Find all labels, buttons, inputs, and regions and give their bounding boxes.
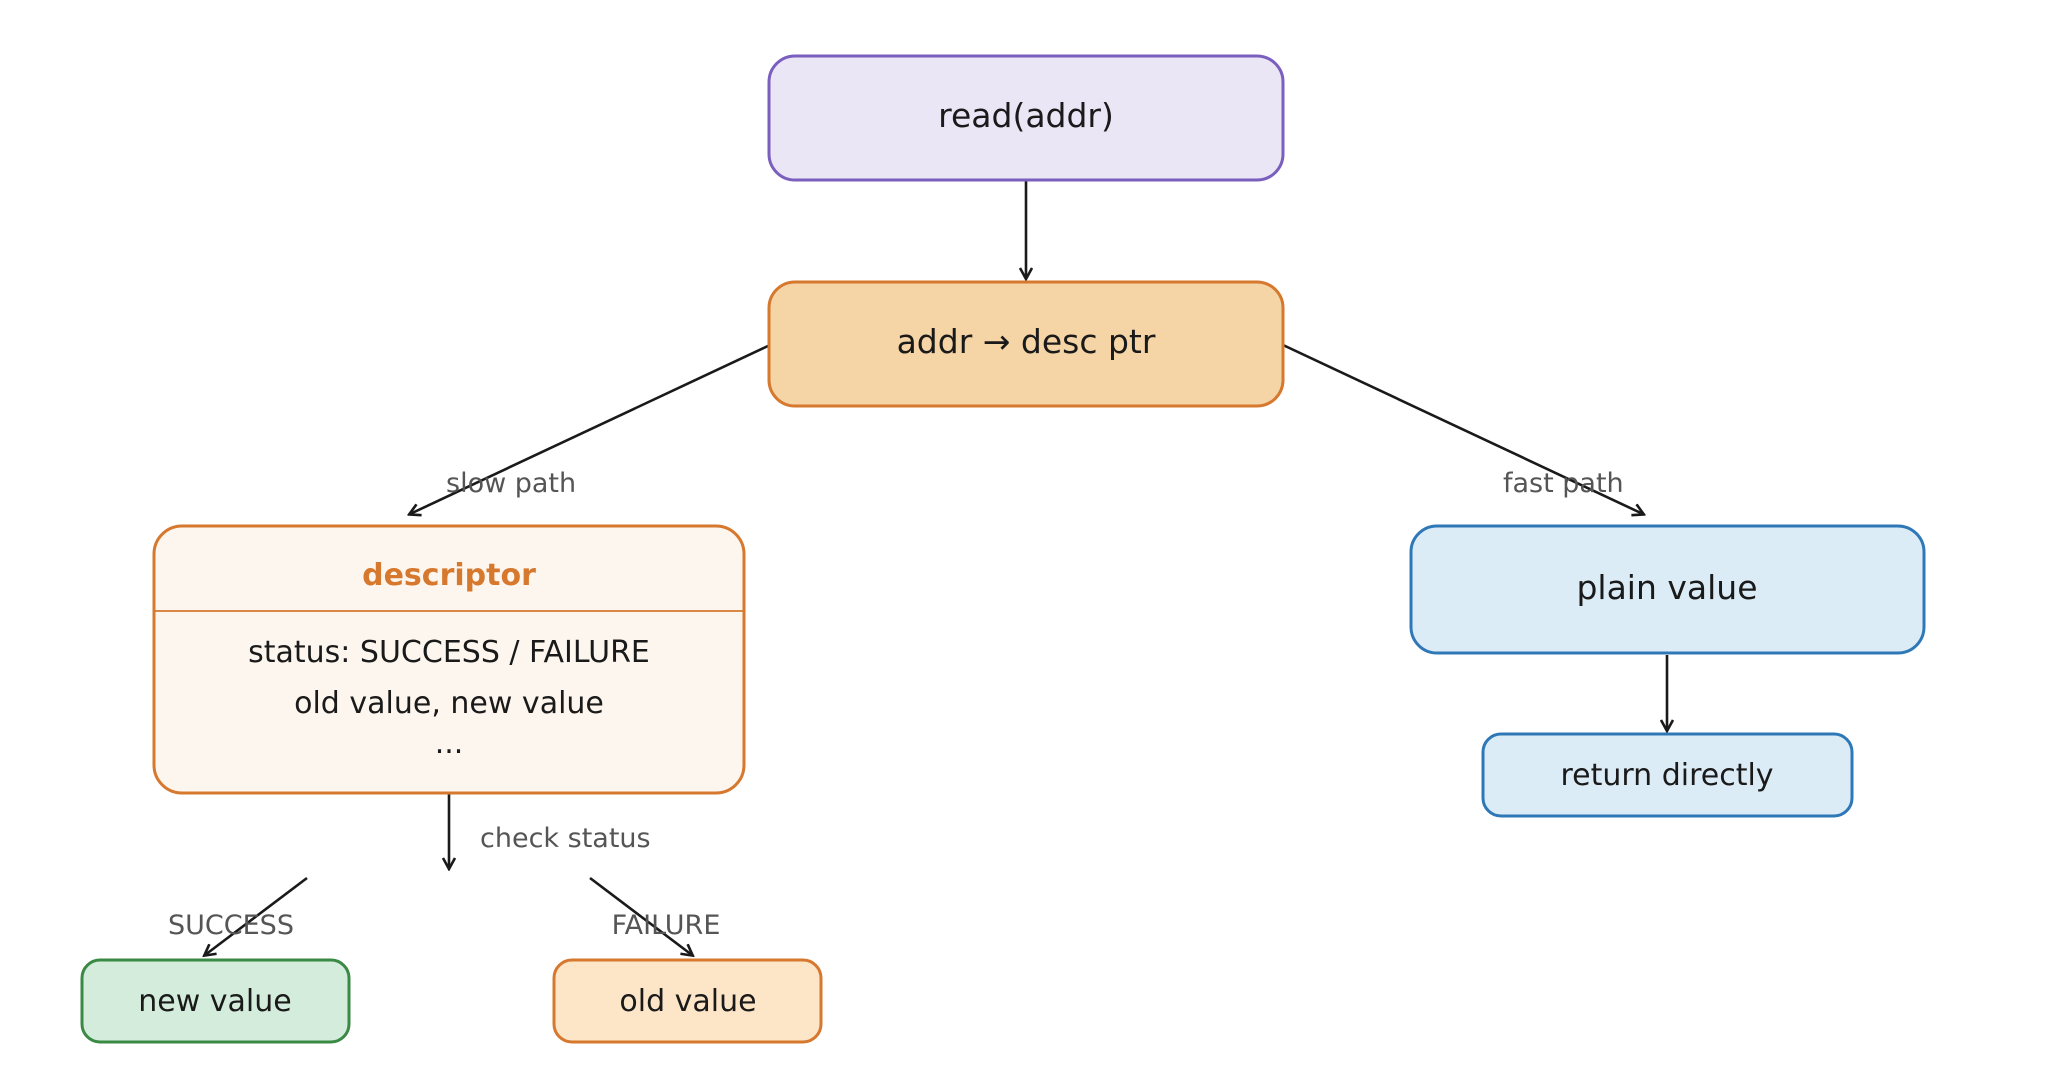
node-plain-value: plain value: [1409, 524, 1926, 655]
descriptor-line-values: old value, new value: [294, 686, 604, 721]
edge-slow-path: [410, 343, 771, 514]
edge-failure: [589, 876, 692, 955]
descriptor-line-status: status: SUCCESS / FAILURE: [248, 635, 650, 670]
node-read-label: read(addr): [938, 96, 1114, 135]
edge-fast-path: [1282, 343, 1643, 514]
success-label: SUCCESS: [168, 910, 294, 941]
node-desc-ptr-label: addr → desc ptr: [897, 322, 1156, 361]
node-descriptor: descriptor status: SUCCESS / FAILURE old…: [152, 524, 746, 795]
node-new-value: new value: [80, 958, 351, 1044]
descriptor-title: descriptor: [362, 558, 536, 593]
check-status-label: check status: [480, 823, 651, 854]
descriptor-line-ellipsis: ...: [435, 726, 464, 761]
node-desc-ptr: addr → desc ptr: [767, 280, 1285, 408]
edges: [205, 180, 1667, 955]
edge-success: [205, 876, 308, 955]
slow-path-label: slow path: [446, 468, 576, 499]
node-new-value-label: new value: [138, 984, 292, 1019]
node-old-value: old value: [552, 958, 823, 1044]
node-return-directly: return directly: [1481, 732, 1854, 818]
node-plain-value-label: plain value: [1576, 568, 1757, 607]
failure-label: FAILURE: [612, 910, 721, 941]
node-read: read(addr): [767, 54, 1285, 182]
node-return-directly-label: return directly: [1560, 758, 1773, 793]
node-old-value-label: old value: [619, 984, 756, 1019]
fast-path-label: fast path: [1503, 468, 1624, 499]
